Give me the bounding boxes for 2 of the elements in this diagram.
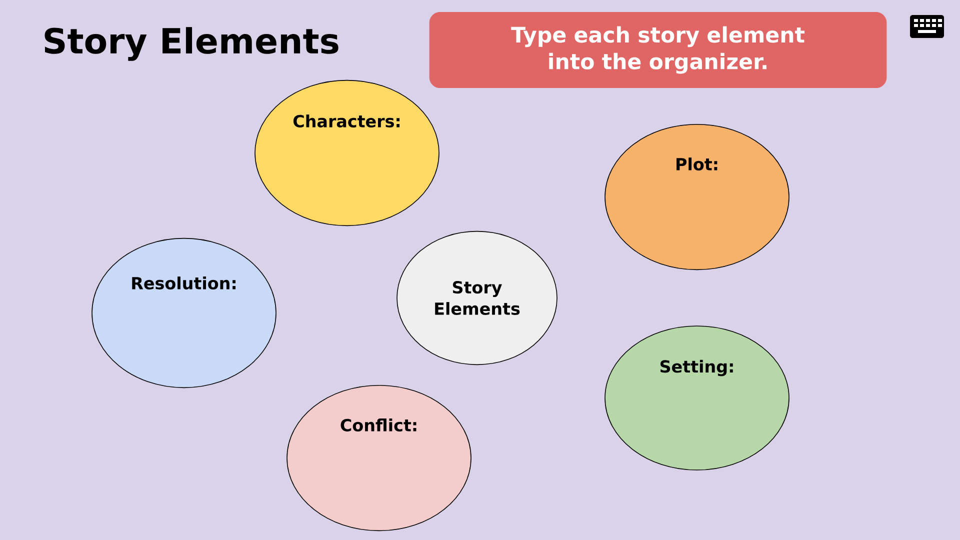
instruction-box: Type each story element into the organizer.	[429, 12, 887, 88]
title: Story Elements	[44, 27, 338, 61]
